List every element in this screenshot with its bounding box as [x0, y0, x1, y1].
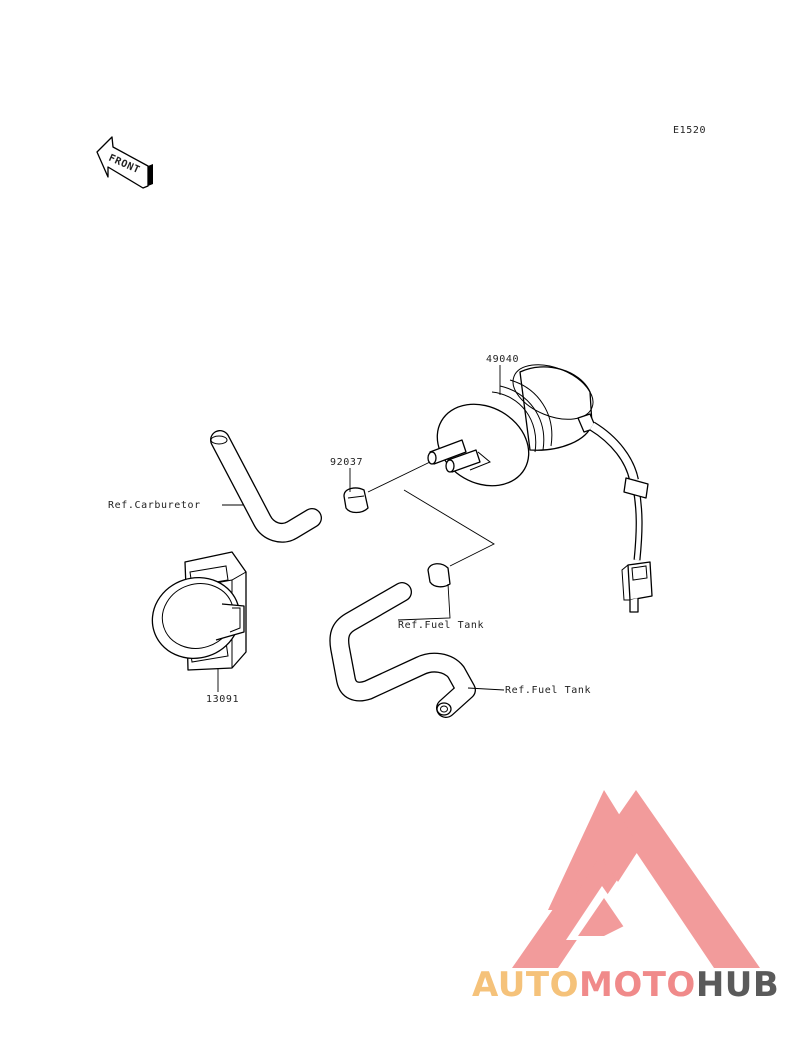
part-number-92037: 92037 [330, 457, 363, 468]
carburetor-hose [210, 430, 322, 543]
part-number-13091: 13091 [206, 694, 239, 705]
pump-outlet [427, 439, 481, 473]
clamp-lower [427, 563, 451, 588]
clamp-upper [343, 487, 369, 514]
watermark-logo-icon [512, 790, 760, 968]
watermark-auto: AUTO [472, 965, 579, 1005]
pump-bracket [151, 551, 247, 671]
watermark-text: AUTOMOTOHUB [472, 965, 779, 1005]
ref-fuel-tank-1: Ref.Fuel Tank [398, 620, 484, 631]
diagram-code: E1520 [673, 125, 706, 136]
leader-clamp-to-pump [367, 461, 431, 493]
part-number-49040: 49040 [486, 354, 519, 365]
wire-connector [621, 561, 653, 613]
ref-fuel-tank-2: Ref.Fuel Tank [505, 685, 591, 696]
leader-hose-route [403, 489, 495, 567]
ref-carburetor: Ref.Carburetor [108, 500, 201, 511]
watermark-moto: MOTO [579, 965, 696, 1005]
fuel-tank-hose [329, 582, 476, 718]
fuel-pump [427, 364, 653, 613]
leader-fuel-tank-2 [467, 687, 505, 691]
watermark-hub: HUB [696, 965, 779, 1005]
leader-fuel-tank-1 [397, 583, 451, 621]
front-arrow-icon: FRONT [96, 136, 153, 189]
